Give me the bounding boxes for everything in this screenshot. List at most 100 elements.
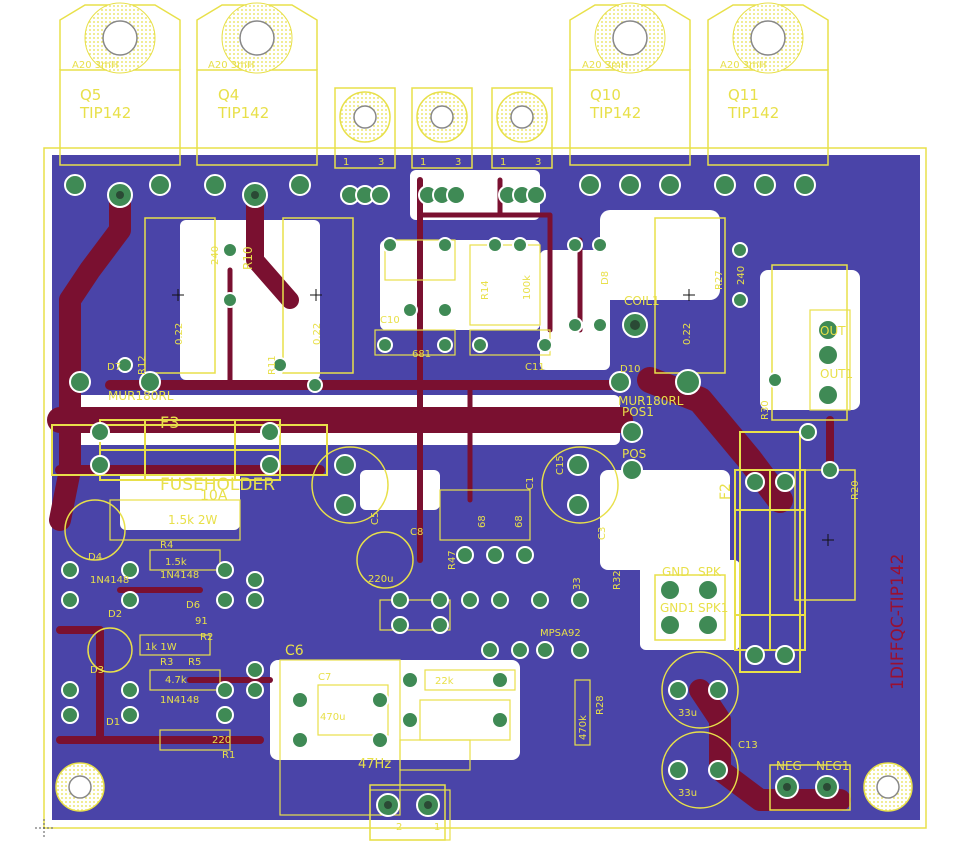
svg-text:1N4148: 1N4148 — [160, 570, 199, 581]
electrolytic-capacitors — [64, 446, 739, 809]
svg-text:D6: D6 — [186, 600, 200, 611]
svg-text:NEG: NEG — [776, 759, 802, 773]
svg-text:D8: D8 — [600, 271, 611, 285]
svg-text:1N4148: 1N4148 — [90, 575, 129, 586]
svg-text:240: 240 — [736, 266, 747, 285]
svg-text:R27: R27 — [714, 270, 725, 290]
svg-text:SPK: SPK — [698, 565, 722, 579]
silkscreen-labels: 240 R10 R1 2 0.22 0.22 0.22 R11 D7 MUR180… — [88, 246, 861, 833]
svg-text:MPSA92: MPSA92 — [540, 628, 581, 639]
mounting-holes — [55, 762, 913, 812]
rect-components — [109, 239, 851, 841]
svg-text:POS: POS — [622, 447, 646, 461]
svg-text:R5: R5 — [188, 657, 201, 668]
svg-text:220: 220 — [212, 735, 231, 746]
svg-text:33: 33 — [572, 577, 583, 590]
svg-text:C1: C1 — [525, 477, 536, 490]
svg-text:681: 681 — [412, 349, 431, 360]
svg-text:33u: 33u — [678, 788, 697, 799]
svg-text:GND1: GND1 — [660, 601, 695, 615]
svg-text:FUSEHOLDER: FUSEHOLDER — [160, 475, 275, 495]
q5-ref: Q5 — [80, 86, 101, 104]
svg-text:D3: D3 — [90, 665, 104, 676]
svg-text:68: 68 — [477, 515, 488, 528]
svg-text:GND: GND — [662, 565, 690, 579]
svg-text:R2: R2 — [200, 632, 213, 643]
svg-text:D4: D4 — [88, 552, 102, 563]
svg-text:240: 240 — [210, 246, 221, 265]
q11-value: TIP142 — [727, 104, 779, 122]
svg-text:1N4148: 1N4148 — [160, 695, 199, 706]
q4-pkg: A20 3mH — [208, 60, 254, 71]
q5-value: TIP142 — [79, 104, 131, 122]
svg-text:470k: 470k — [578, 715, 589, 740]
svg-text:R32: R32 — [612, 570, 623, 590]
svg-text:C13: C13 — [738, 740, 758, 751]
svg-text:R30: R30 — [760, 400, 771, 420]
q4-ref: Q4 — [218, 86, 239, 104]
svg-text:MUR180RL: MUR180RL — [108, 389, 174, 403]
resistor-plus-marks — [172, 289, 834, 546]
svg-text:R1: R1 — [222, 750, 235, 761]
svg-text:C7: C7 — [318, 672, 331, 683]
connectors — [369, 574, 851, 841]
svg-text:0.22: 0.22 — [682, 323, 693, 345]
svg-text:1.5k 2W: 1.5k 2W — [168, 513, 217, 527]
svg-text:D10: D10 — [620, 364, 640, 375]
svg-text:1: 1 — [500, 157, 506, 168]
transistor-q4: Q4 TIP142 A20 3mH — [196, 2, 318, 166]
svg-text:OUT1: OUT1 — [820, 367, 853, 381]
svg-text:R10: R10 — [241, 246, 255, 270]
svg-text:F2: F2 — [718, 483, 734, 500]
power-resistors — [144, 217, 856, 601]
svg-text:R28: R28 — [595, 695, 606, 715]
svg-text:C3: C3 — [597, 527, 608, 540]
svg-text:220u: 220u — [368, 574, 393, 585]
svg-text:0.22: 0.22 — [312, 323, 323, 345]
svg-text:91: 91 — [195, 616, 208, 627]
svg-text:47Hz: 47Hz — [358, 757, 391, 772]
svg-text:R47: R47 — [447, 550, 458, 570]
svg-text:D1: D1 — [106, 717, 120, 728]
svg-text:D7: D7 — [107, 362, 121, 373]
svg-text:F3: F3 — [160, 413, 179, 432]
svg-text:33u: 33u — [678, 708, 697, 719]
svg-text:470u: 470u — [320, 712, 345, 723]
svg-text:MUR180RL: MUR180RL — [618, 394, 684, 408]
svg-text:10A: 10A — [200, 488, 228, 504]
svg-text:0.22: 0.22 — [174, 323, 185, 345]
svg-text:100k: 100k — [522, 275, 533, 300]
q10-ref: Q10 — [590, 86, 621, 104]
svg-text:POS1: POS1 — [622, 405, 654, 419]
fuse-holder-f3 — [51, 419, 328, 481]
q4-value: TIP142 — [217, 104, 269, 122]
board-outline — [43, 147, 927, 829]
transistor-q10: Q10 TIP142 A20 3mH — [569, 2, 691, 166]
svg-text:SPK1: SPK1 — [698, 601, 728, 615]
svg-text:3: 3 — [455, 157, 461, 168]
svg-text:1: 1 — [434, 822, 440, 833]
svg-text:R20: R20 — [850, 480, 861, 500]
svg-text:R14: R14 — [480, 280, 491, 300]
pads — [61, 174, 839, 817]
q11-ref: Q11 — [728, 86, 759, 104]
small-transistor-pin-labels: 1 3 1 3 1 3 — [343, 157, 541, 168]
svg-text:C10: C10 — [380, 315, 400, 326]
svg-text:R11: R11 — [267, 355, 278, 375]
svg-text:68: 68 — [514, 515, 525, 528]
svg-text:1k 1W: 1k 1W — [145, 642, 177, 653]
svg-text:4.7k: 4.7k — [165, 675, 187, 686]
q5-pkg: A20 3mH — [72, 60, 118, 71]
svg-text:C5: C5 — [370, 512, 381, 525]
svg-text:R4: R4 — [160, 540, 173, 551]
svg-text:C15: C15 — [555, 455, 566, 475]
transistor-q5: Q5 TIP142 A20 3mH — [59, 2, 181, 166]
svg-text:D2: D2 — [108, 609, 122, 620]
transistor-q11: Q11 TIP142 A20 3mH — [707, 2, 829, 166]
q10-value: TIP142 — [589, 104, 641, 122]
small-transistors — [334, 87, 553, 169]
svg-text:OUT: OUT — [820, 324, 846, 338]
svg-text:1: 1 — [343, 157, 349, 168]
svg-text:2: 2 — [396, 822, 402, 833]
